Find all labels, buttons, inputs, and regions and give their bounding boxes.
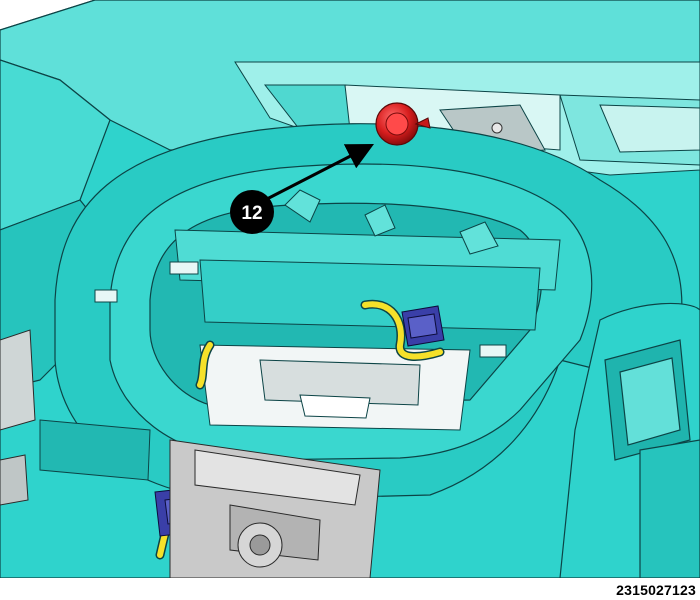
arrow-pointer [264,143,375,202]
figure-id-label: 2315027123 [616,582,696,598]
right-vent-housing [559,302,700,578]
left-side-hardware [0,329,151,506]
instrument-panel-diagram: 12 [0,0,700,578]
steering-column-area [169,439,381,578]
cluster-hood-bracket [94,189,561,358]
callout-number: 12 [241,203,262,224]
lower-cavity [199,344,471,431]
numbered-callout-circle: 12 [230,190,274,234]
push-pin-fastener-icon [375,102,431,146]
